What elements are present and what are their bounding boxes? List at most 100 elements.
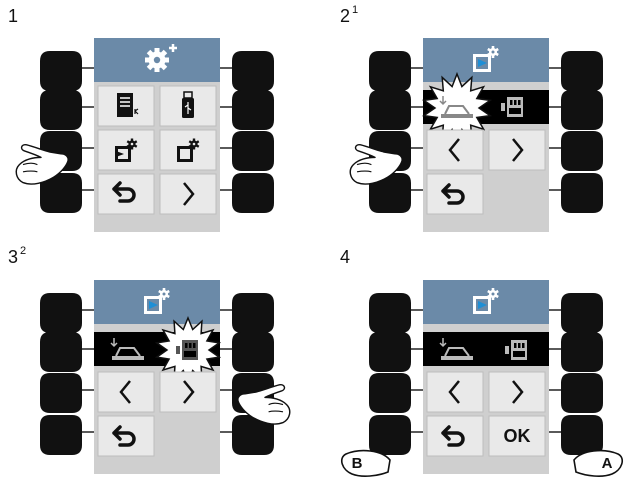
tooth <box>491 288 495 291</box>
left-button-2[interactable] <box>369 332 411 372</box>
prev-tile[interactable] <box>426 129 484 171</box>
right-button-3[interactable] <box>561 373 603 413</box>
prev-tile[interactable] <box>426 371 484 413</box>
hole <box>162 292 166 296</box>
chevron-left-icon <box>448 138 460 162</box>
base <box>441 114 473 118</box>
tooth <box>491 55 495 58</box>
back-tile[interactable] <box>97 415 155 457</box>
contact <box>522 343 525 348</box>
small-gear <box>487 288 499 300</box>
arrow <box>149 301 158 309</box>
left-button-4[interactable] <box>369 173 411 213</box>
right-button-1[interactable] <box>561 293 603 333</box>
right-button-3[interactable] <box>232 131 274 171</box>
left-button-3[interactable] <box>369 373 411 413</box>
gear-tooth <box>154 48 160 54</box>
memory-card-icon <box>176 340 198 360</box>
right-button-2[interactable] <box>232 332 274 372</box>
back-tile[interactable] <box>426 415 484 457</box>
next-tile[interactable] <box>159 173 217 215</box>
left-button-2[interactable] <box>369 90 411 130</box>
left-button-1[interactable] <box>40 51 82 91</box>
back-arrow-icon <box>112 425 136 447</box>
plus-mark <box>169 44 177 52</box>
right-button-1[interactable] <box>232 293 274 333</box>
contact <box>518 100 521 105</box>
tooth <box>491 46 495 49</box>
right-button-2[interactable] <box>561 90 603 130</box>
left-button-1[interactable] <box>369 293 411 333</box>
small-gear <box>188 138 200 150</box>
menu-tile-1[interactable] <box>97 85 155 127</box>
plug <box>501 103 505 111</box>
contact <box>189 343 192 348</box>
machine-icon <box>439 96 473 118</box>
top <box>115 347 141 357</box>
machine-icon <box>439 338 473 360</box>
base <box>112 356 144 360</box>
chevron-right-icon <box>512 380 524 404</box>
tooth <box>162 297 166 300</box>
arrow <box>439 96 447 106</box>
ok-button-label[interactable]: OK <box>504 426 531 446</box>
tooth <box>192 146 196 150</box>
right-button-1[interactable] <box>561 51 603 91</box>
hole <box>491 50 495 54</box>
contact <box>185 343 188 348</box>
ok-tile[interactable] <box>488 415 546 457</box>
left-button-4[interactable] <box>369 415 411 455</box>
right-button-3[interactable] <box>561 131 603 171</box>
step-1-label: 1 <box>8 6 19 26</box>
chevron-right-icon <box>512 138 524 162</box>
left-button-4[interactable] <box>40 173 82 213</box>
hole <box>491 292 495 296</box>
left-button-4[interactable] <box>40 415 82 455</box>
tooth <box>192 138 196 142</box>
gear-plus-icon <box>145 44 177 72</box>
prev-tile[interactable] <box>97 371 155 413</box>
contact <box>510 100 513 105</box>
tooth <box>130 138 134 142</box>
tooth <box>491 297 495 300</box>
right-button-2[interactable] <box>561 332 603 372</box>
back-arrow-icon <box>112 181 136 203</box>
right-button-2[interactable] <box>232 90 274 130</box>
left-button-2[interactable] <box>40 332 82 372</box>
hand-outline <box>349 144 403 185</box>
right-button-4[interactable] <box>232 415 274 455</box>
hand-outline <box>15 144 69 185</box>
usb-stick-icon <box>182 91 194 118</box>
next-tile[interactable] <box>488 129 546 171</box>
back-tile[interactable] <box>97 173 155 215</box>
left-button-3[interactable] <box>40 373 82 413</box>
back-arrow-icon <box>441 425 465 447</box>
chevron-left-icon <box>448 380 460 404</box>
label <box>184 351 196 357</box>
arrow <box>478 59 487 67</box>
callout-hand <box>573 449 624 477</box>
next-tile[interactable] <box>488 371 546 413</box>
frame-inner <box>180 149 190 159</box>
left-button-1[interactable] <box>40 293 82 333</box>
left-button-1[interactable] <box>369 51 411 91</box>
lines <box>120 97 130 107</box>
tooth <box>130 146 134 150</box>
next-tile[interactable] <box>159 371 217 413</box>
left-button-2[interactable] <box>40 90 82 130</box>
right-button-4[interactable] <box>561 173 603 213</box>
right-button-1[interactable] <box>232 51 274 91</box>
hole <box>192 142 196 146</box>
contact <box>193 343 196 348</box>
right-button-4[interactable] <box>232 173 274 213</box>
arrow <box>110 338 118 348</box>
right-button-4[interactable] <box>561 415 603 455</box>
gear-hole <box>153 56 161 64</box>
plug <box>505 346 509 354</box>
chevron-right-icon <box>183 182 195 206</box>
back-tile[interactable] <box>426 173 484 215</box>
top <box>444 347 470 357</box>
arrow <box>478 301 487 309</box>
